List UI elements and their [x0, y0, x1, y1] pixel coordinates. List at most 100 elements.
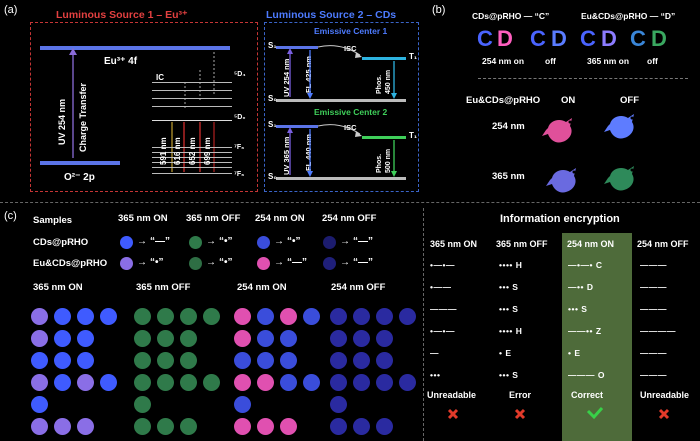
grid-dot	[31, 308, 48, 325]
c1-s1: S₁	[268, 41, 277, 50]
c1-s0: S₀	[268, 94, 277, 103]
grid-dot	[157, 418, 174, 435]
grid-dot	[353, 418, 370, 435]
eucds-d-title: Eu&CDs@pRHO — “D”	[581, 11, 676, 21]
c2-isc: ISC	[344, 123, 357, 132]
grid-dot	[399, 374, 416, 391]
state-254-on: 254 nm on	[482, 56, 525, 66]
grid-dot	[303, 308, 320, 325]
grid-dot	[100, 308, 117, 325]
grid-dot	[280, 374, 297, 391]
grid-dot	[257, 352, 274, 369]
luminous-source-2-box	[264, 22, 419, 192]
letter-c-0: C	[477, 26, 493, 51]
code-symbol: “—”	[287, 257, 307, 268]
eu-sublevel-2	[152, 90, 232, 91]
code-symbol: “—”	[353, 236, 373, 247]
grid-dot	[234, 396, 251, 413]
grid-title-365-off: 365 nm OFF	[136, 282, 191, 293]
grid-dot	[376, 418, 393, 435]
sample-dot	[189, 257, 202, 270]
material-label: Eu&CDs@pRHO	[466, 95, 541, 106]
grid-dot	[280, 330, 297, 347]
grid-dot	[257, 418, 274, 435]
grid-dot	[203, 308, 220, 325]
grid-dot	[157, 330, 174, 347]
letter-c-4: C	[580, 26, 596, 51]
code-symbol: “—”	[150, 236, 170, 247]
eu-7f-level-2	[152, 152, 232, 153]
c2-s0-level	[276, 177, 406, 180]
on-label: ON	[561, 95, 576, 106]
panel-c-divider	[0, 202, 700, 203]
error-x-icon	[514, 408, 526, 420]
unreadable-x-icon-1	[447, 408, 459, 420]
unreadable-x-icon-2	[658, 408, 670, 420]
eu-7f-level-3	[152, 157, 232, 158]
luminous-source-1-title: Luminous Source 1 – Eu³⁺	[56, 9, 188, 21]
encryption-cell: —•—• C	[568, 260, 603, 270]
grid-dot	[54, 374, 71, 391]
enc-header-4: 254 nm OFF	[637, 239, 689, 249]
grid-dot	[77, 418, 94, 435]
panel-c-vertical-divider	[423, 208, 424, 441]
grid-dot	[353, 308, 370, 325]
grid-dot	[234, 352, 251, 369]
enc-header-1: 365 nm ON	[430, 239, 478, 249]
grid-title-365-on: 365 nm ON	[33, 282, 83, 293]
grid-dot	[134, 330, 151, 347]
row-254-label: 254 nm	[492, 121, 525, 132]
grid-dot	[180, 330, 197, 347]
row-365-label: 365 nm	[492, 171, 525, 182]
grid-dot	[330, 330, 347, 347]
grid-dot	[54, 352, 71, 369]
correct-check-icon	[586, 407, 604, 420]
grid-dot	[77, 308, 94, 325]
letter-d-7: D	[651, 26, 667, 51]
sample-dot	[323, 236, 336, 249]
grid-dot	[180, 374, 197, 391]
grid-dot	[134, 352, 151, 369]
grid-dot	[330, 352, 347, 369]
eu-5d0-level	[152, 120, 232, 121]
grid-dot	[31, 374, 48, 391]
sample-dot	[257, 236, 270, 249]
encryption-cell: ———	[640, 260, 667, 270]
grid-dot	[399, 308, 416, 325]
grid-dot	[376, 308, 393, 325]
state-365-on: 365 nm on	[587, 56, 630, 66]
grid-dot	[303, 374, 320, 391]
arrow-icon: →	[206, 257, 216, 268]
grid-dot	[280, 352, 297, 369]
panel-b-label: (b)	[432, 4, 446, 16]
level-5d4-label: ⁵D₄	[234, 71, 246, 78]
letter-d-3: D	[551, 26, 567, 51]
level-7f6-bottom-label: ⁷F₆	[234, 171, 245, 178]
grid-dot	[77, 330, 94, 347]
grid-dot	[31, 352, 48, 369]
sample-dot	[120, 236, 133, 249]
arrow-icon: →	[274, 257, 284, 268]
encryption-cell: •——	[430, 282, 452, 292]
encryption-cell: —	[430, 348, 439, 358]
cond-365-off: 365 nm OFF	[186, 213, 241, 224]
verdict-2: Error	[509, 390, 532, 400]
encryption-cell: •—•—	[430, 326, 455, 336]
grid-dot	[157, 352, 174, 369]
grid-dot	[353, 374, 370, 391]
panel-c-label: (c)	[4, 210, 17, 222]
letter-d-1: D	[497, 26, 513, 51]
grid-dot	[257, 374, 274, 391]
encryption-cell: ••• S	[499, 304, 519, 314]
eu-sublevel-3	[152, 98, 232, 99]
enc-header-2: 365 nm OFF	[496, 239, 548, 249]
encryption-cell: ——•• Z	[568, 326, 602, 336]
encryption-cell: •••• H	[499, 326, 523, 336]
encryption-cell: • E	[499, 348, 512, 358]
letter-c-6: C	[630, 26, 646, 51]
grid-dot	[31, 396, 48, 413]
encryption-cell: •••	[430, 370, 441, 380]
eu-7f-level-4	[152, 162, 232, 163]
